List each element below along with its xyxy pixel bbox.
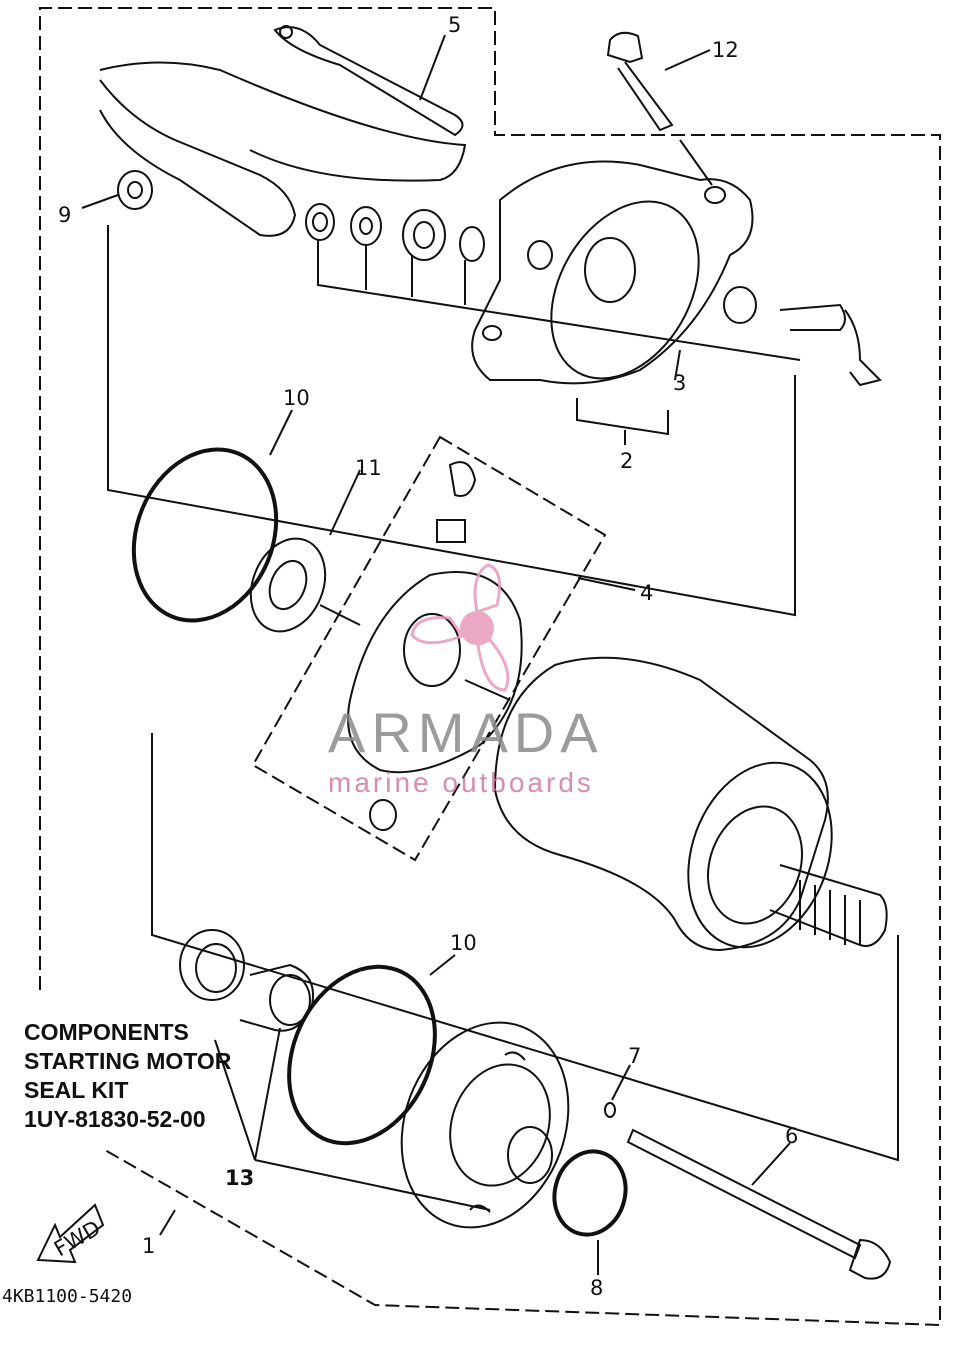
armature-yoke [493,656,888,952]
part-number-10-lower: 10 [450,931,477,955]
diagram-code: 4KB1100-5420 [2,1286,132,1307]
part-number-5: 5 [448,13,461,37]
fwd-label: FWD [50,1216,104,1261]
washer-11 [249,537,361,633]
callout-line-1: COMPONENTS [24,1019,189,1045]
seal-kit-callout: COMPONENTS STARTING MOTOR SEAL KIT 1UY-8… [24,1018,231,1134]
part-number-9: 9 [58,203,71,227]
o-ring-7 [604,1102,616,1118]
callout-line-4: 1UY-81830-52-00 [24,1106,206,1132]
lead-wire [99,25,467,237]
part-number-13: 13 [225,1166,254,1190]
part-number-11: 11 [355,456,382,480]
o-ring-8 [552,1149,628,1237]
part-number-2: 2 [620,449,633,473]
washer-set [305,203,801,361]
callout-line-2: STARTING MOTOR [24,1048,232,1074]
brush-plate-box [251,435,607,862]
bolt-12 [606,31,713,186]
part-number-12: 12 [712,38,739,62]
fwd-arrow: FWD [36,1203,104,1264]
assembly-boundary [39,7,941,1327]
part-number-10-upper: 10 [283,386,310,410]
front-cover [400,1021,570,1229]
rear-cover [471,160,882,436]
propeller-logo-icon [410,563,510,692]
leader-lines [81,34,791,1275]
part-number-7: 7 [628,1044,641,1068]
nut-9 [117,170,153,210]
part-number-8: 8 [590,1276,603,1300]
seal-and-bearing-13 [179,929,314,1032]
part-number-3: 3 [673,371,686,395]
o-ring-10-lower [287,964,437,1146]
yoke-outline [107,225,796,617]
brush-plate [347,461,523,831]
part-number-4: 4 [640,581,653,605]
watermark-brand: ARMADA [328,701,604,764]
part-number-6: 6 [785,1124,798,1148]
watermark-tagline: marine outboards [328,767,594,798]
through-bolt-6 [626,1128,892,1280]
watermark: ARMADA marine outboards [328,563,604,798]
callout-line-3: SEAL KIT [24,1077,129,1103]
front-cover-outline [151,733,899,1162]
o-ring-10-upper [131,447,279,623]
part-number-1: 1 [142,1234,155,1258]
